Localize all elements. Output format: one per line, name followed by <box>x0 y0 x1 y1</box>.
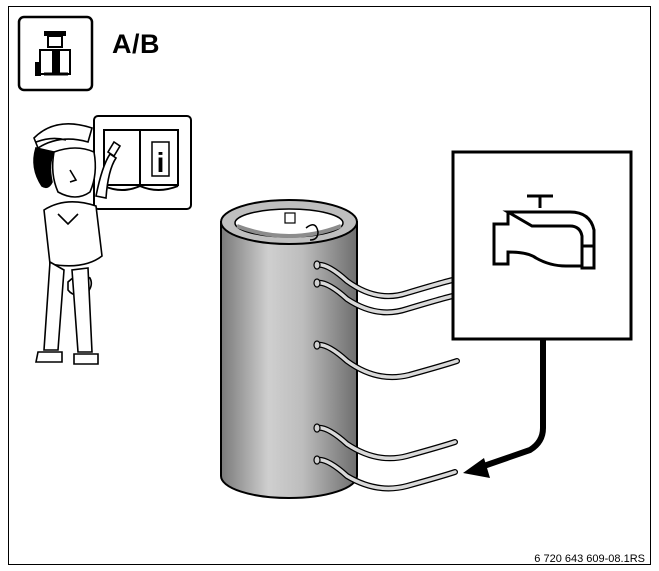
tank-connection-pipes <box>313 260 460 492</box>
technician-figure <box>33 122 122 365</box>
flow-arrow <box>463 339 546 478</box>
document-reference: 6 720 643 609-08.1RS <box>534 553 645 565</box>
installer-icon <box>17 15 94 92</box>
water-tap-icon <box>451 150 633 341</box>
page-title: A/B <box>112 29 160 59</box>
svg-text:i: i <box>157 147 165 178</box>
